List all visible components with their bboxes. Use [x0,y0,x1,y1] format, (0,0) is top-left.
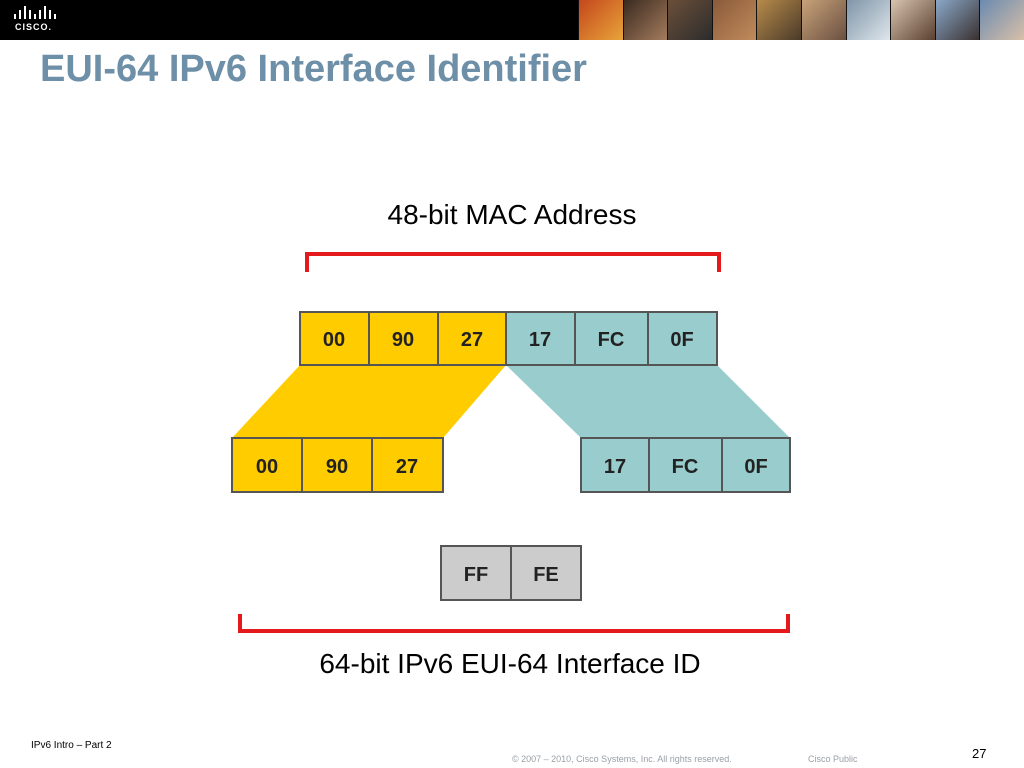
oui-byte: 90 [326,456,348,478]
footer-copyright: © 2007 – 2010, Cisco Systems, Inc. All r… [512,754,732,764]
oui-byte-cell [371,437,444,493]
mac-byte-cell [505,311,576,366]
banner-photo [622,0,668,40]
banner-photo [578,0,623,40]
cisco-logo-icon [14,6,56,19]
banner-photo [934,0,980,40]
mac-byte: 00 [323,329,345,351]
oui-byte: 00 [256,456,278,478]
banner-photo [800,0,846,40]
inserted-byte-cell [510,545,582,601]
mac-byte-cell [574,311,649,366]
mac-byte: 0F [670,329,693,351]
banner-photo [711,0,757,40]
banner-photo [890,0,935,40]
oui-byte-cell [301,437,373,493]
inserted-byte: FE [533,564,559,586]
nic-byte-cell [648,437,723,493]
eui64-interface-id-label: 64-bit IPv6 EUI-64 Interface ID [319,648,700,679]
cisco-logo-text: CISCO. [15,22,53,32]
nic-byte: FC [672,456,699,478]
mac-address-bracket [305,252,721,272]
nic-row: 17 FC 0F [580,437,791,493]
mac-byte: FC [598,329,625,351]
banner-photo [756,0,801,40]
mac-byte: 90 [392,329,414,351]
banner-photo [667,0,712,40]
header-banner: CISCO. [0,0,1024,40]
mac-byte: 27 [461,329,483,351]
mac-byte-cell [647,311,718,366]
nic-byte-cell [721,437,791,493]
mac-byte: 17 [529,329,551,351]
mac-address-row: 00 90 27 17 FC 0F [299,311,718,366]
nic-byte: 17 [604,456,626,478]
oui-split-connector [232,365,506,438]
mac-byte-cell [299,311,370,366]
inserted-byte: FF [464,564,488,586]
photo-strip [578,0,1024,40]
banner-photo [979,0,1024,40]
mac-byte-cell [437,311,507,366]
eui64-bracket [238,614,790,633]
nic-split-connector [506,365,790,438]
page-number: 27 [972,746,987,761]
slide-title: EUI-64 IPv6 Interface Identifier [40,48,587,90]
footer-classification: Cisco Public [808,754,858,764]
oui-byte-cell [231,437,303,493]
nic-byte: 0F [744,456,767,478]
nic-byte-cell [580,437,650,493]
inserted-fffe-row: FF FE [440,545,582,601]
banner-photo [845,0,891,40]
mac-address-label: 48-bit MAC Address [388,199,637,230]
footer-presentation-title: IPv6 Intro – Part 2 [31,740,112,751]
oui-byte: 27 [396,456,418,478]
oui-row: 00 90 27 [231,437,444,493]
